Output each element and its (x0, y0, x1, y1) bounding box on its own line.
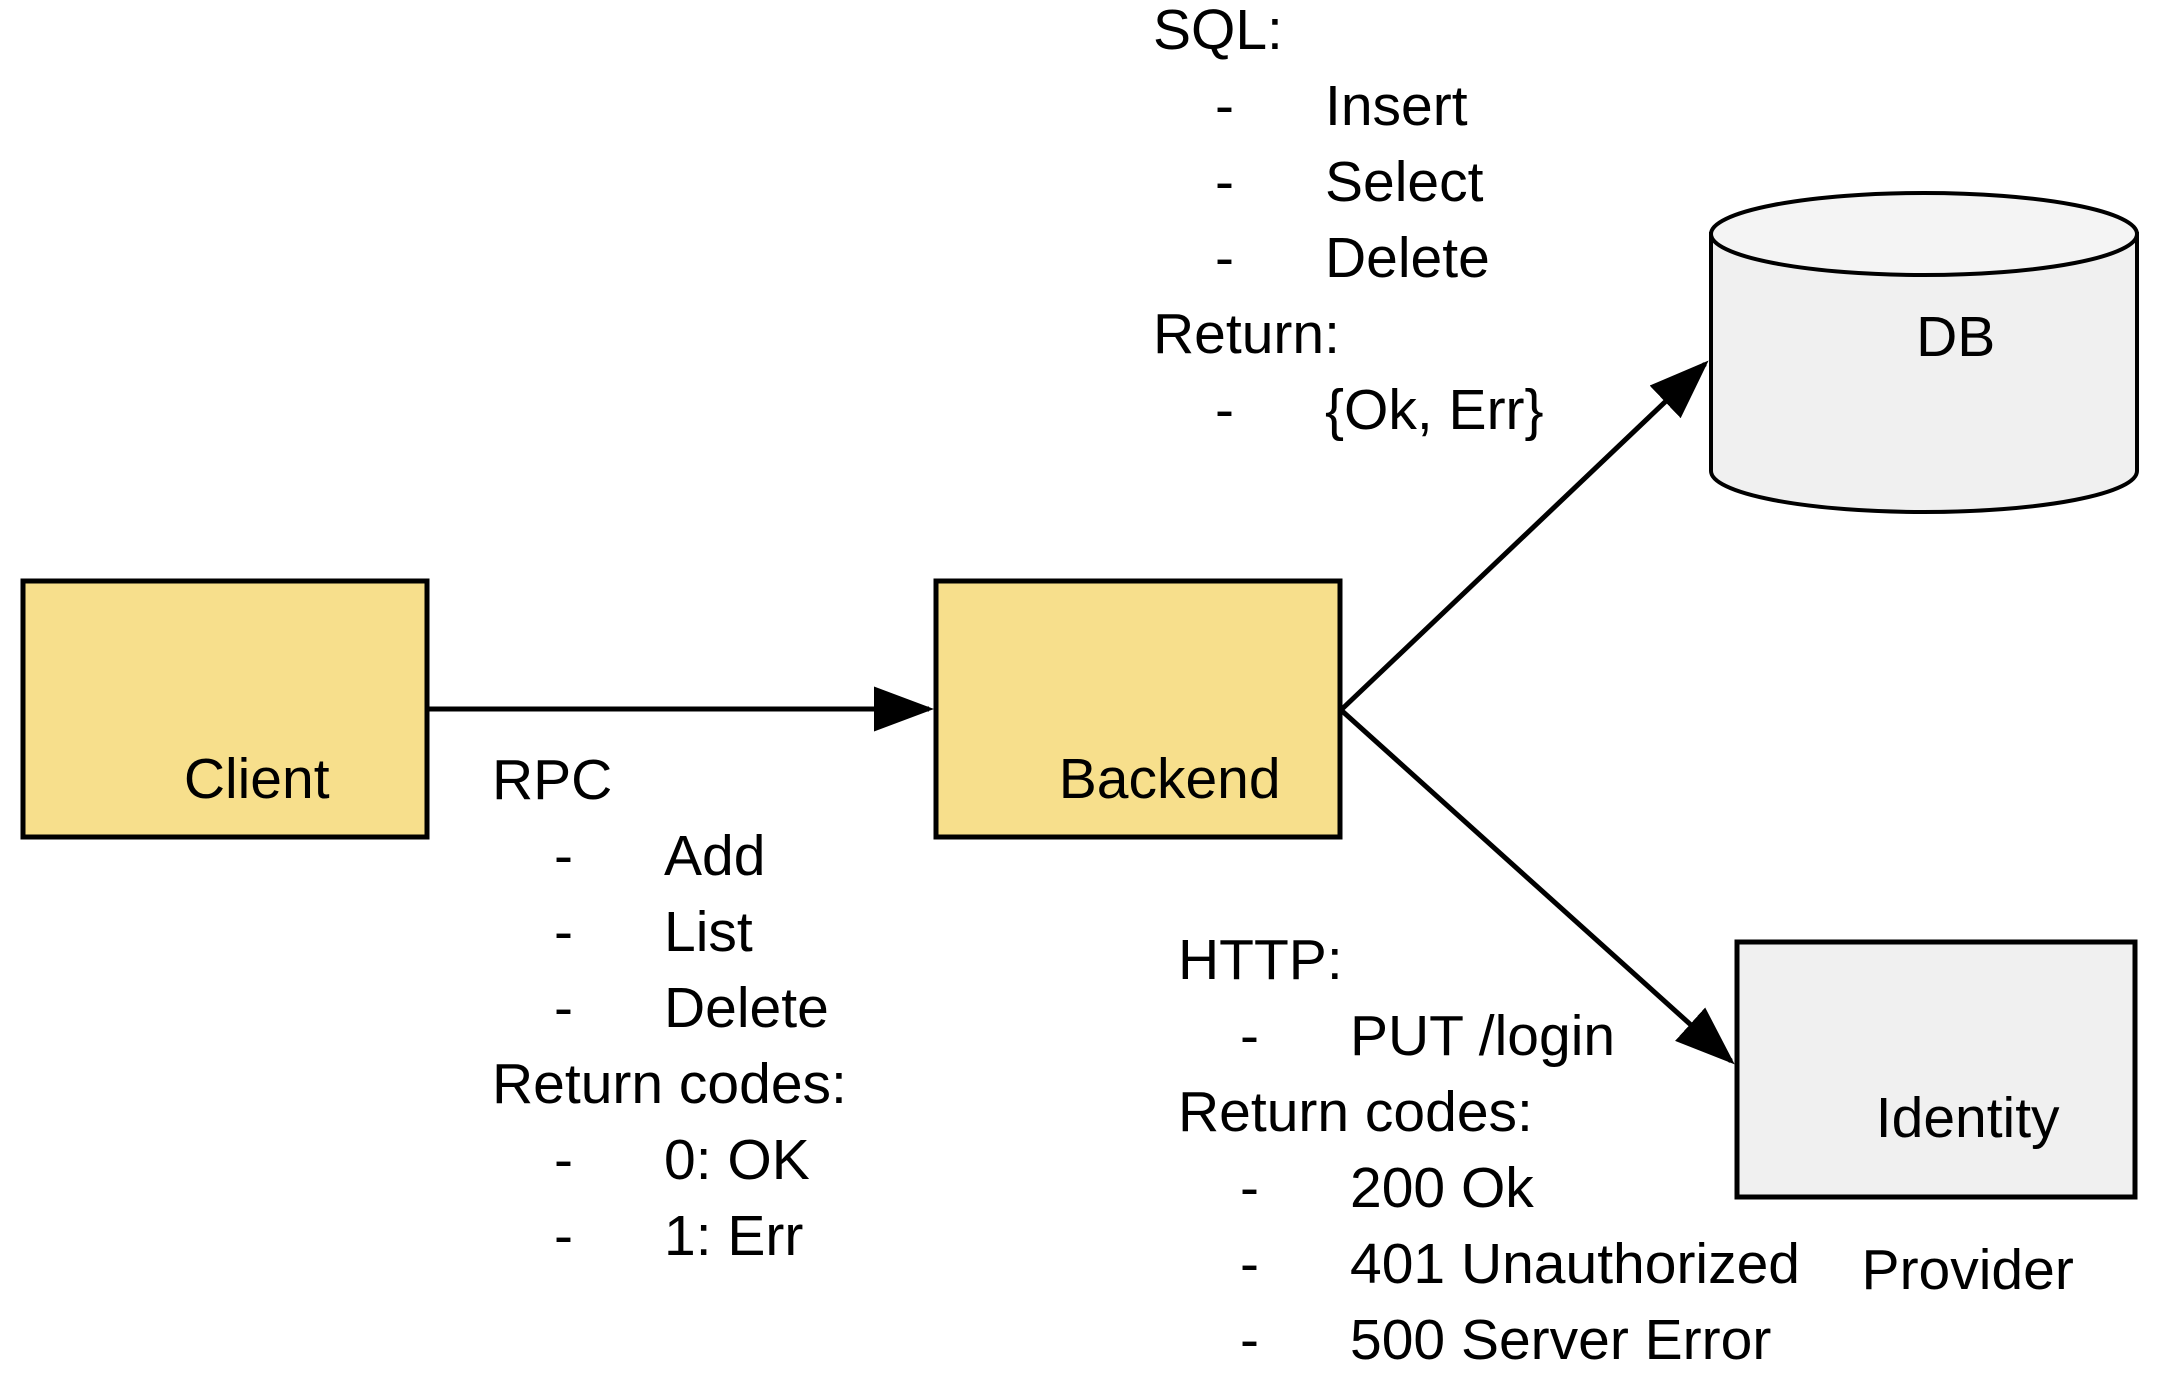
bullet-dash-icon: - (554, 900, 573, 964)
annotation-http-item-0-text: PUT /login (1350, 1004, 1616, 1068)
annotation-http-return-item-0: - 200 Ok (1178, 1150, 1800, 1226)
bullet-dash-icon: - (554, 1128, 573, 1192)
bullet-dash-icon: - (554, 976, 573, 1040)
annotation-sql-item-1-text: Select (1325, 150, 1484, 214)
bullet-dash-icon: - (1240, 1232, 1259, 1296)
annotation-sql-return-heading: Return: (1153, 302, 1340, 366)
annotation-rpc-item-1-text: List (664, 900, 753, 964)
node-backend-shape[interactable] (933, 578, 1343, 840)
bullet-dash-icon: - (554, 1204, 573, 1268)
node-client-shape[interactable] (20, 578, 430, 840)
annotation-rpc-item-0-text: Add (664, 824, 766, 888)
annotation-rpc-return-item-1-text: 1: Err (664, 1204, 804, 1268)
annotation-sql-item-2-text: Delete (1325, 226, 1490, 290)
annotation-sql-item-0: - Insert (1153, 68, 1544, 144)
node-db-shape[interactable] (1709, 191, 2139, 514)
annotation-http-return-item-2-text: 500 Server Error (1350, 1308, 1772, 1372)
bullet-dash-icon: - (1215, 150, 1234, 214)
edge-backend-to-db (1339, 360, 1709, 712)
annotation-sql: SQL: - Insert - Select - Delete Return: … (1153, 0, 1544, 448)
bullet-dash-icon: - (554, 824, 573, 888)
annotation-rpc-item-0: - Add (492, 818, 847, 894)
annotation-sql-item-2: - Delete (1153, 220, 1544, 296)
edge-backend-to-identity-provider (1339, 708, 1735, 1065)
bullet-dash-icon: - (1215, 378, 1234, 442)
bullet-dash-icon: - (1240, 1308, 1259, 1372)
annotation-http-return-heading: Return codes: (1178, 1080, 1533, 1144)
annotation-rpc-return-heading: Return codes: (492, 1052, 847, 1116)
annotation-http-return-item-2: - 500 Server Error (1178, 1302, 1800, 1378)
annotation-sql-return-item-0-text: {Ok, Err} (1325, 378, 1544, 442)
annotation-http-return-item-0-text: 200 Ok (1350, 1156, 1534, 1220)
annotation-http-item-0: - PUT /login (1178, 998, 1800, 1074)
annotation-rpc: RPC - Add - List - Delete Return codes: … (492, 742, 847, 1274)
bullet-dash-icon: - (1215, 74, 1234, 138)
annotation-rpc-return-item-0-text: 0: OK (664, 1128, 810, 1192)
annotation-rpc-item-2-text: Delete (664, 976, 829, 1040)
bullet-dash-icon: - (1240, 1004, 1259, 1068)
annotation-sql-item-0-text: Insert (1325, 74, 1468, 138)
bullet-dash-icon: - (1215, 226, 1234, 290)
annotation-rpc-item-2: - Delete (492, 970, 847, 1046)
annotation-sql-item-1: - Select (1153, 144, 1544, 220)
annotation-rpc-return-item-0: - 0: OK (492, 1122, 847, 1198)
annotation-http: HTTP: - PUT /login Return codes: - 200 O… (1178, 922, 1800, 1378)
annotation-http-heading: HTTP: (1178, 928, 1343, 992)
node-identity-provider-shape[interactable] (1734, 939, 2138, 1200)
annotation-rpc-return-item-1: - 1: Err (492, 1198, 847, 1274)
annotation-rpc-item-1: - List (492, 894, 847, 970)
annotation-rpc-heading: RPC (492, 748, 613, 812)
annotation-http-return-item-1: - 401 Unauthorized (1178, 1226, 1800, 1302)
annotation-http-return-item-1-text: 401 Unauthorized (1350, 1232, 1800, 1296)
annotation-sql-heading: SQL: (1153, 0, 1283, 62)
bullet-dash-icon: - (1240, 1156, 1259, 1220)
annotation-sql-return-item-0: - {Ok, Err} (1153, 372, 1544, 448)
